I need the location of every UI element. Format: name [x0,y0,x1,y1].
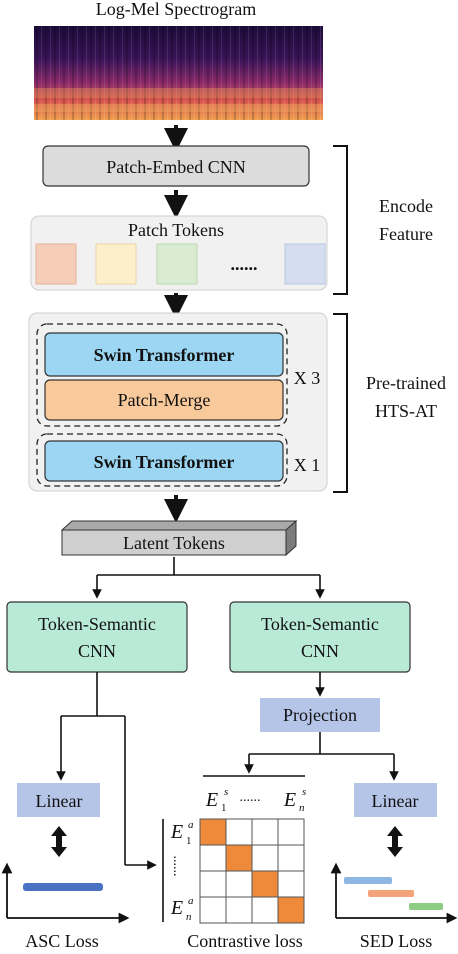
patch-merge-label: Patch-Merge [118,390,211,410]
matrix-cell-positive [277,896,305,924]
sed-event-bar-1 [344,877,392,884]
latent-tokens-label: Latent Tokens [123,533,225,553]
htsat-bracket [333,313,348,493]
swin-transformer-box-1 [44,332,284,377]
projection-connector [244,732,399,781]
matrix-cell [251,818,279,846]
log-mel-spectrogram-image [34,26,323,120]
spectrogram-title: Log-Mel Spectrogram [96,0,256,19]
matrix-cell [251,844,279,872]
matrix-cell-positive [199,818,227,846]
text-embedding-first-symbol: E [205,789,218,811]
patch-token-2 [95,243,137,285]
audio-embedding-last-symbol: E [170,897,183,919]
text-embedding-first-sup: s [224,786,228,798]
patch-token-ellipsis: ...... [231,254,258,274]
matrix-cell-positive [225,844,253,872]
patch-tokens-label: Patch Tokens [128,220,224,240]
swin-transformer-label-1: Swin Transformer [94,345,235,365]
matrix-cell [225,818,253,846]
audio-embedding-last-sub: n [186,911,192,923]
patch-merge-box [44,379,284,421]
split-connector [92,557,325,599]
matrix-cell-positive [251,870,279,898]
htsat-label-line2: HTS-AT [375,401,437,421]
matrix-cell [199,870,227,898]
similarity-matrix [199,818,305,924]
double-arrow-right [387,826,403,857]
matrix-cell [277,870,305,898]
matrix-cell [225,870,253,898]
text-embedding-last-symbol: E [283,789,296,811]
matrix-cell [199,844,227,872]
text-embedding-last-sup: s [302,786,306,798]
audio-embedding-first-symbol: E [170,821,183,843]
repeat-x1-label: X 1 [294,455,321,475]
token-semantic-cnn-left-box [6,601,188,673]
linear-right-label: Linear [372,791,419,811]
matrix-cell [225,896,253,924]
patch-embed-cnn-box [42,145,310,187]
token-semantic-cnn-right-box [229,601,411,673]
repeat-group-x1 [36,433,288,487]
double-arrow-left [51,826,67,857]
sed-event-bar-2 [368,890,414,897]
token-semantic-cnn-right-line2: CNN [301,641,339,661]
matrix-cell [277,844,305,872]
text-embedding-first-sub: 1 [221,802,227,814]
projection-box [260,698,380,732]
text-embedding-ellipsis: ...... [240,790,261,805]
latent-tokens-block [60,519,298,557]
matrix-cell [251,896,279,924]
contrastive-loss-label: Contrastive loss [187,931,303,951]
matrix-cell [199,896,227,924]
audio-embedding-last-sup: a [188,895,194,907]
sed-plot [330,862,458,924]
patch-token-1 [35,243,77,285]
audio-embedding-first-sup: a [188,819,194,831]
encode-feature-label-line2: Feature [379,224,433,244]
linear-left-box [17,783,100,817]
matrix-cell [277,818,305,846]
patch-token-3 [156,243,198,285]
patch-token-n [284,243,326,285]
repeat-group-x3 [36,323,288,427]
patch-embed-cnn-label: Patch-Embed CNN [106,157,245,177]
left-branch-connector [56,672,157,870]
asc-prediction-bar [23,883,103,891]
swin-transformer-box-2 [44,440,284,482]
audio-embedding-ellipsis: ...... [170,856,185,877]
token-semantic-cnn-left-line1: Token-Semantic [38,614,156,634]
swin-transformer-label-2: Swin Transformer [94,452,235,472]
token-semantic-cnn-right-line1: Token-Semantic [261,614,379,634]
sed-event-bar-3 [409,903,443,910]
encode-feature-label-line1: Encode [379,196,433,216]
asc-loss-label: ASC Loss [25,931,99,951]
htsat-label-line1: Pre-trained [366,373,446,393]
projection-label: Projection [283,705,357,725]
token-semantic-cnn-left-line2: CNN [78,641,116,661]
asc-plot [1,862,130,924]
audio-embedding-first-sub: 1 [186,835,192,847]
encode-feature-bracket [333,145,348,295]
text-embedding-last-sub: n [299,802,305,814]
linear-left-label: Linear [36,791,83,811]
repeat-x3-label: X 3 [294,368,321,388]
linear-right-box [354,783,437,817]
sed-loss-label: SED Loss [360,931,433,951]
